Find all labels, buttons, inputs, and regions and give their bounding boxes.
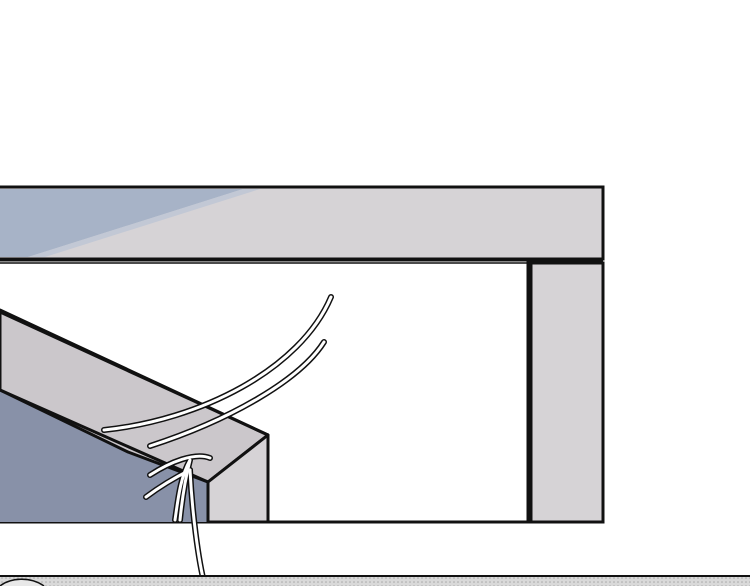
sky-patch xyxy=(0,189,243,257)
sky-light-patch xyxy=(28,189,260,257)
floor-strip xyxy=(0,575,750,586)
window-frame xyxy=(0,185,605,524)
right-pillar xyxy=(526,261,605,524)
power-cables xyxy=(101,294,334,586)
